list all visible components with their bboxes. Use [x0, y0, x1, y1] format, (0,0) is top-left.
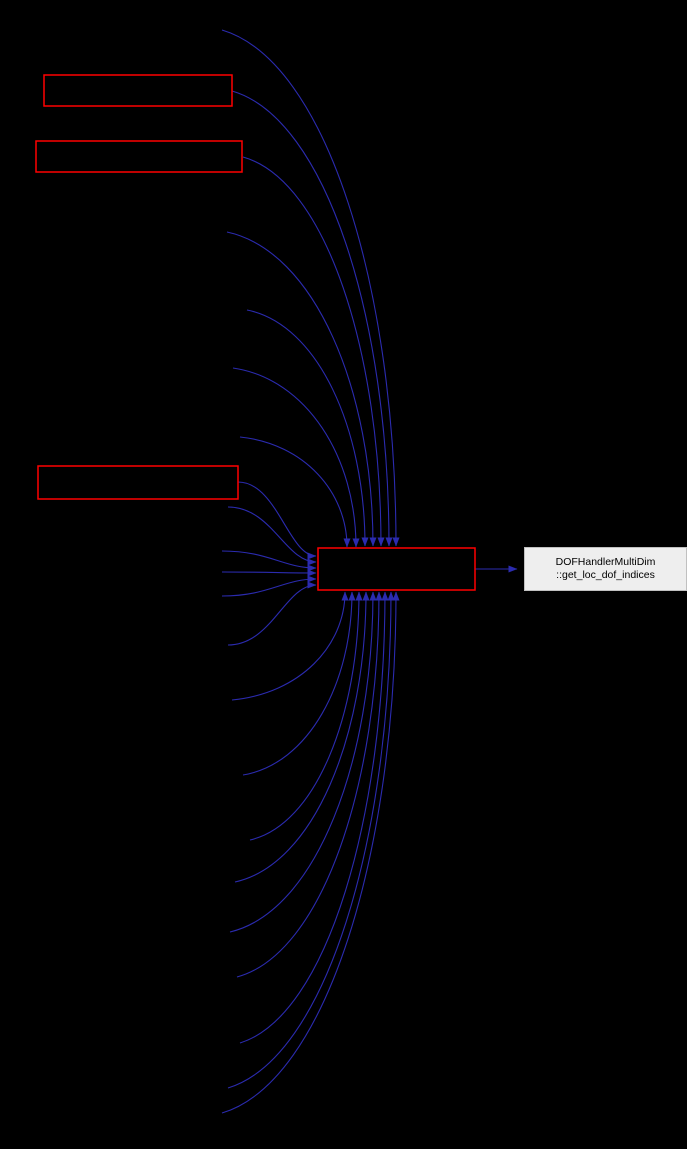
- nodes-layer: [35, 74, 476, 591]
- edges-layer: [221, 29, 518, 1114]
- call-edge: [231, 591, 349, 701]
- call-edge: [231, 90, 393, 547]
- call-edge: [237, 481, 317, 560]
- call-edge: [227, 581, 317, 646]
- call-edge: [229, 591, 377, 933]
- target-function-node: DOFHandlerMultiDim ::get_loc_dof_indices: [524, 547, 687, 591]
- call-edge: [246, 309, 369, 547]
- call-edge: [226, 231, 377, 547]
- target-function-name: DOFHandlerMultiDim: [555, 556, 656, 568]
- call-edge: [221, 550, 317, 572]
- call-edge: [221, 575, 317, 597]
- call-edge: [242, 156, 385, 547]
- target-function-method: ::get_loc_dof_indices: [556, 569, 655, 581]
- call-edge: [221, 569, 317, 577]
- call-edge: [221, 591, 400, 1114]
- call-edge: [249, 591, 363, 841]
- call-edge: [239, 436, 351, 548]
- call-edge: [221, 29, 400, 547]
- caller-node[interactable]: [35, 140, 243, 173]
- call-edge: [239, 591, 389, 1044]
- call-edge: [227, 591, 395, 1089]
- call-edge: [242, 591, 356, 776]
- call-edge: [236, 591, 383, 978]
- caller-node[interactable]: [43, 74, 233, 107]
- center-function-node[interactable]: [317, 547, 476, 591]
- caller-node[interactable]: [37, 465, 239, 500]
- call-edge: [234, 591, 370, 883]
- call-edge: [232, 367, 360, 548]
- call-edge: [227, 506, 317, 566]
